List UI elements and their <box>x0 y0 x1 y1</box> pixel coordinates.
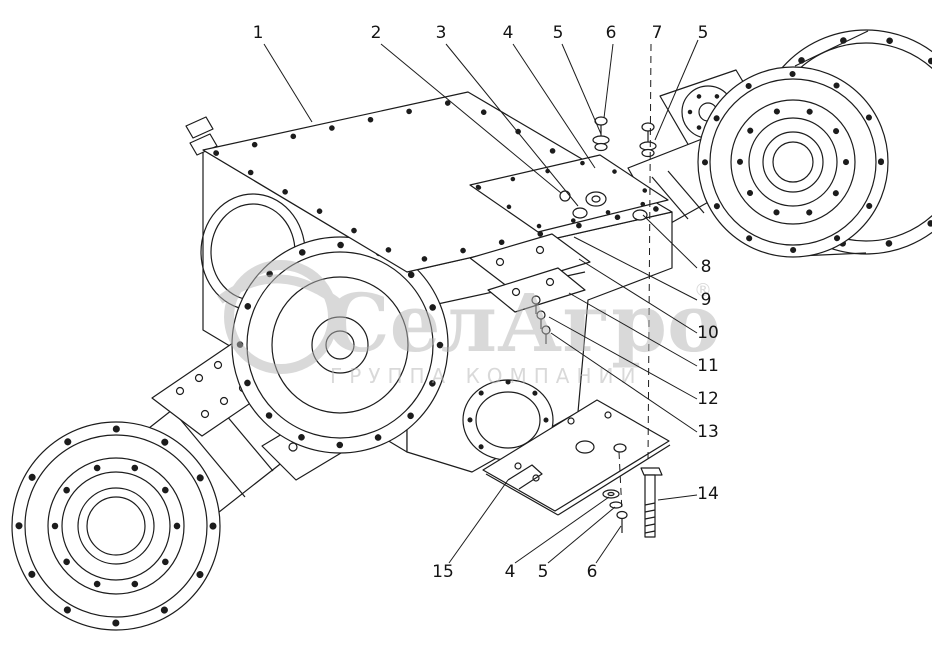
left-wheel-hub <box>11 421 221 631</box>
watermark-registered-icon: ® <box>694 280 712 301</box>
mid-bracket-assembly <box>469 233 591 344</box>
callout-label-7: 7 <box>652 23 663 43</box>
callout-label-1: 1 <box>253 23 264 43</box>
callout-label-5-bottom: 5 <box>538 562 549 582</box>
callout-label-4-bottom: 4 <box>505 562 516 582</box>
callout-labels: 1 2 3 4 5 6 7 5 8 9 10 11 12 13 14 15 4 … <box>253 23 719 582</box>
watermark-logo-icon <box>217 260 345 374</box>
callout-label-12: 12 <box>697 389 719 409</box>
callout-label-5-top: 5 <box>553 23 564 43</box>
centerlines <box>618 43 652 513</box>
watermark-brand: СелАгро <box>326 276 720 370</box>
long-bolt <box>640 467 663 538</box>
axle-mounting-flange <box>231 236 449 454</box>
bottom-fasteners <box>602 489 628 533</box>
watermark-subtitle: ГРУППА КОМПАНИЙ <box>330 364 642 388</box>
axle-assembly-drawing <box>11 29 932 631</box>
callout-label-11: 11 <box>697 356 719 376</box>
callout-label-4-top: 4 <box>503 23 514 43</box>
right-wheel-hub <box>697 66 889 258</box>
callout-label-9: 9 <box>701 290 712 310</box>
callout-label-15: 15 <box>432 562 454 582</box>
callout-label-13: 13 <box>697 422 719 442</box>
callout-label-3: 3 <box>436 23 447 43</box>
callout-label-5-top-right: 5 <box>698 23 709 43</box>
watermark: СелАгро ® ГРУППА КОМПАНИЙ <box>217 260 720 388</box>
top-fasteners <box>592 116 657 158</box>
breather-fittings <box>559 190 648 221</box>
callout-label-6-top: 6 <box>606 23 617 43</box>
callout-leader-lines <box>263 39 699 564</box>
callout-label-14: 14 <box>697 484 719 504</box>
callout-label-2: 2 <box>371 23 382 43</box>
callout-label-8: 8 <box>701 257 712 277</box>
housing-front-right-face <box>406 211 673 473</box>
callout-label-6-bottom: 6 <box>587 562 598 582</box>
bottom-plate <box>482 399 671 516</box>
callout-label-10: 10 <box>697 323 719 343</box>
